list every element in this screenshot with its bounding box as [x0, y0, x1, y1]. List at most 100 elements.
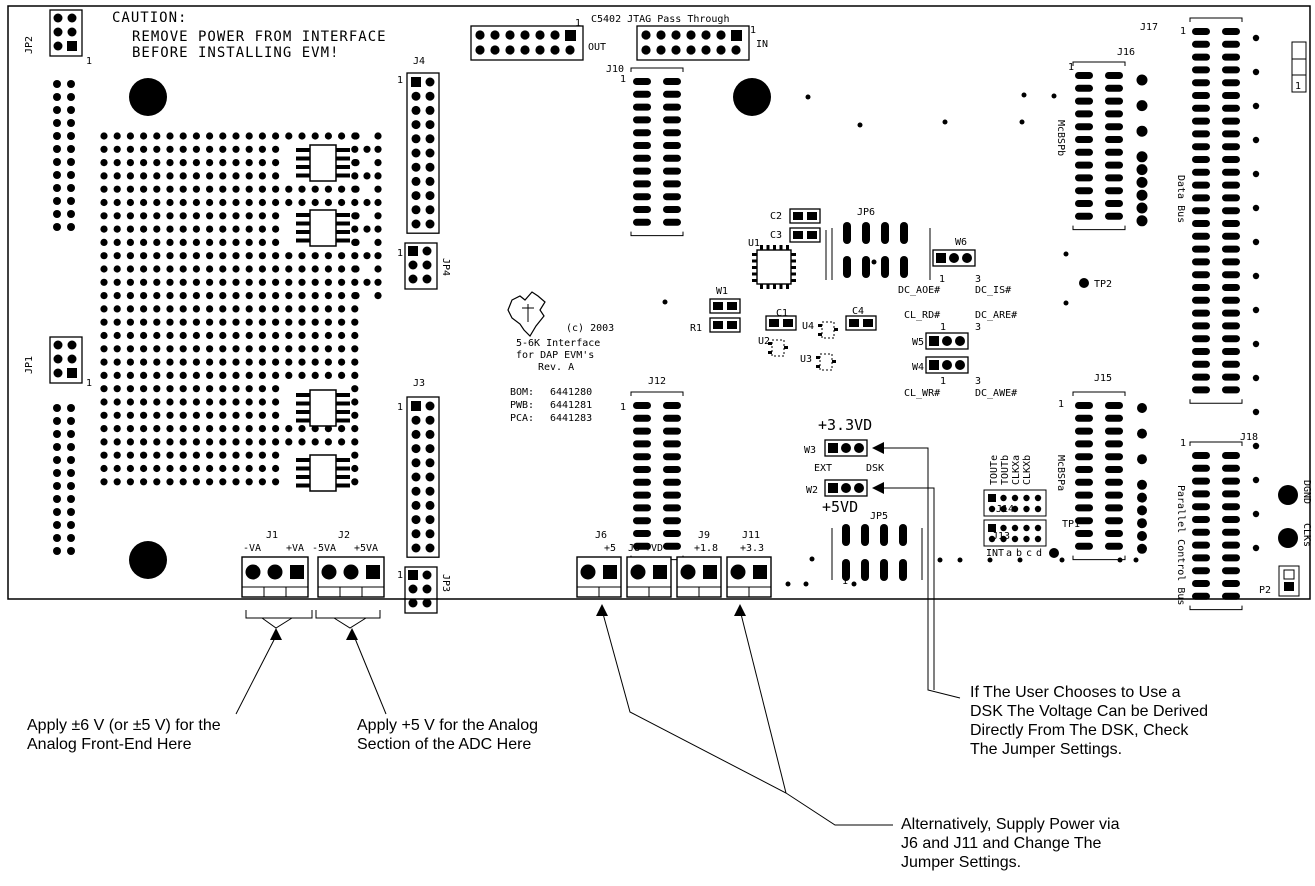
cl-wr-label: CL_WR# [904, 388, 940, 399]
proto-pad [140, 478, 148, 486]
proto-pad [219, 305, 227, 313]
proto-pad [113, 331, 121, 340]
proto-pad [100, 385, 108, 393]
j14-label: J14 [996, 504, 1014, 515]
header-pin [425, 191, 435, 201]
proto-pad [192, 331, 200, 340]
proto-pad [179, 172, 187, 180]
proto-pad [192, 438, 200, 446]
proto-pad [179, 198, 187, 207]
via-dot [1252, 272, 1260, 280]
term-pin [730, 564, 746, 580]
bar-pin [633, 78, 651, 85]
proto-pad [285, 305, 293, 313]
c3-cap [789, 227, 821, 243]
proto-pad [245, 265, 253, 273]
proto-pad [338, 132, 346, 140]
proto-pad [258, 438, 266, 446]
proto-pad [219, 451, 227, 459]
bar-pin [1192, 516, 1210, 523]
proto-pad [153, 478, 161, 486]
j18-label: J18 [1240, 432, 1258, 443]
bar-pin [1105, 123, 1123, 131]
proto-pad [166, 425, 174, 433]
bar-pin [1105, 84, 1123, 92]
ic-pin [336, 173, 350, 178]
proto-pad [311, 252, 319, 260]
proto-pad [113, 185, 121, 193]
bar-pin [1105, 148, 1123, 156]
jtag-pin [701, 45, 711, 55]
header-pin [53, 145, 61, 153]
pin1-label: 1 [397, 75, 403, 86]
proto-pad [153, 425, 161, 433]
proto-pad [113, 212, 121, 220]
header-pin [411, 515, 421, 525]
ic-chip [309, 209, 337, 247]
via-dot [1252, 442, 1260, 450]
arrow-w3 [872, 442, 884, 454]
pin-label: 1 [940, 376, 946, 387]
header-pin [67, 469, 75, 477]
proto-pad [219, 132, 227, 140]
proto-pad [192, 371, 200, 379]
jtag-pin [550, 45, 560, 55]
u1-pin [752, 272, 757, 276]
r1-resistor [709, 317, 741, 333]
bar-pin [663, 78, 681, 85]
proto-pad [113, 225, 121, 233]
proto-pad [140, 385, 148, 393]
j10-label: J10 [606, 64, 624, 75]
via-dot [1252, 170, 1260, 178]
proto-pad [206, 358, 214, 366]
proto-pad [245, 225, 253, 233]
pin-label: 3 [975, 322, 981, 333]
pin1-label: 1 [620, 74, 626, 85]
proto-pad [245, 478, 253, 486]
pad [793, 231, 803, 239]
header-pin [67, 197, 75, 205]
proto-pad [245, 305, 253, 313]
w2-jumper [824, 479, 868, 497]
proto-pad [232, 265, 240, 273]
proto-pad [338, 185, 346, 193]
c3-label: C3 [770, 230, 782, 241]
proto-pad [272, 318, 280, 326]
term-pin [680, 564, 696, 580]
w5-jumper [925, 332, 969, 350]
proto-pad [126, 345, 134, 353]
arrow-j11 [734, 604, 746, 616]
bar-pin [1075, 517, 1093, 525]
u3-label: U3 [800, 354, 812, 365]
proto-pad [272, 225, 280, 233]
bar-pin [1105, 136, 1123, 143]
prototype-area [100, 132, 382, 492]
j1-brace-tip [261, 617, 293, 629]
proto-pad [258, 265, 266, 273]
proto-pad [179, 292, 187, 300]
clks-pad [1278, 528, 1298, 548]
header-pin [411, 429, 421, 439]
proto-pad [140, 398, 148, 406]
proto-pad [374, 159, 382, 167]
pin1-square [828, 443, 838, 453]
proto-pad [153, 385, 161, 393]
jtag-pin [475, 30, 485, 40]
tp1-label: TP1 [1062, 519, 1080, 530]
proto-pad [245, 358, 253, 366]
bar-pin [1075, 110, 1093, 118]
grid-pin [1034, 505, 1042, 513]
header-pin [425, 77, 435, 87]
via-dot [857, 122, 863, 128]
ic-pin [336, 148, 350, 152]
u4-label: U4 [802, 321, 814, 332]
u1-pin [779, 245, 783, 250]
via-dot [785, 581, 791, 587]
bar-pin [1222, 284, 1240, 291]
bar-pin [1075, 136, 1093, 143]
callout-line: Apply ±6 V (or ±5 V) for the [27, 717, 221, 734]
proto-pad [100, 371, 108, 379]
proto-pad [179, 238, 187, 246]
proto-pad [166, 398, 174, 406]
grid-pin [1011, 524, 1019, 532]
